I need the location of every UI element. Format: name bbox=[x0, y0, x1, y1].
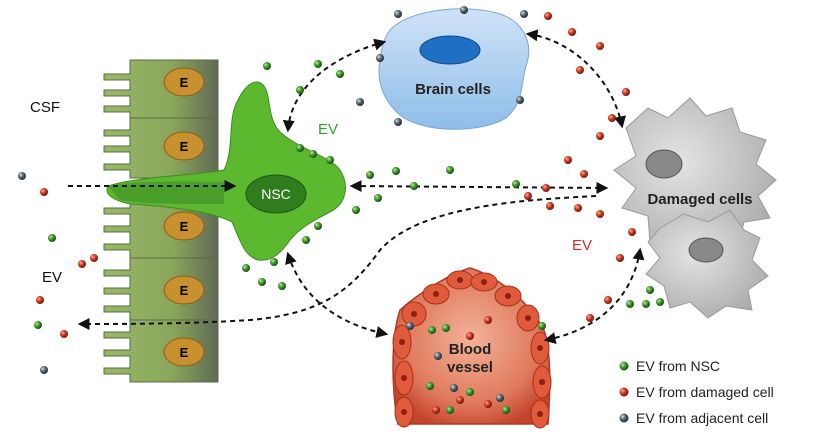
damaged-cells: Damaged cells bbox=[613, 97, 777, 319]
ev-adjacent-dots bbox=[18, 6, 528, 402]
legend-swatch-damaged bbox=[619, 387, 629, 397]
blood-vessel: Blood vessel bbox=[392, 267, 552, 429]
legend-item-nsc: EV from NSC bbox=[619, 358, 720, 374]
csf-label: CSF bbox=[30, 99, 60, 116]
legend-label-adjacent: EV from adjacent cell bbox=[636, 410, 768, 426]
legend-item-adjacent: EV from adjacent cell bbox=[619, 410, 768, 426]
legend-item-damaged: EV from damaged cell bbox=[619, 384, 774, 400]
arrow-brain-damaged bbox=[525, 29, 626, 129]
ev-nsc-dots bbox=[34, 60, 664, 414]
arrow-nsc-brain bbox=[282, 38, 387, 133]
nsc-label: NSC bbox=[261, 186, 291, 202]
blood-vessel-label-line1: Blood bbox=[449, 341, 492, 358]
ependymal-cell: E bbox=[103, 319, 219, 383]
ev-transfer-arrows bbox=[68, 29, 645, 344]
legend-swatch-nsc bbox=[619, 361, 629, 371]
legend-label-nsc: EV from NSC bbox=[636, 358, 720, 374]
ependymal-label: E bbox=[180, 283, 189, 298]
blood-vessel-label-line2: vessel bbox=[447, 359, 493, 376]
arrow-nsc-vessel bbox=[285, 251, 389, 338]
ependymal-label: E bbox=[180, 219, 189, 234]
ependymal-cell: E bbox=[103, 59, 219, 119]
brain-cells-label: Brain cells bbox=[415, 81, 491, 98]
brain-cell: Brain cells bbox=[378, 8, 530, 130]
nsc-cell: NSC bbox=[106, 81, 346, 261]
legend-label-damaged: EV from damaged cell bbox=[636, 384, 774, 400]
ev-label-damaged: EV bbox=[572, 237, 592, 254]
ependymal-cell: E bbox=[103, 194, 219, 259]
ev-label-nsc: EV bbox=[318, 121, 338, 138]
ev-label-left: EV bbox=[42, 269, 62, 286]
legend-swatch-adjacent bbox=[619, 413, 629, 423]
ependymal-label: E bbox=[180, 75, 189, 90]
ependymal-label: E bbox=[180, 139, 189, 154]
ev-particles bbox=[18, 6, 664, 414]
ependymal-cell: E bbox=[103, 117, 219, 179]
damaged-cells-label: Damaged cells bbox=[647, 191, 752, 208]
arrow-damaged-to-csf bbox=[77, 195, 597, 330]
arrow-nsc-damaged bbox=[349, 180, 609, 194]
ev-damaged-dots bbox=[36, 12, 636, 414]
ependymal-cell: E bbox=[103, 257, 219, 321]
legend: EV from NSC EV from damaged cell EV from… bbox=[619, 358, 774, 426]
ependymal-layer: E E E E E bbox=[103, 59, 219, 383]
arrow-vessel-damaged bbox=[543, 247, 645, 344]
ependymal-label: E bbox=[180, 345, 189, 360]
